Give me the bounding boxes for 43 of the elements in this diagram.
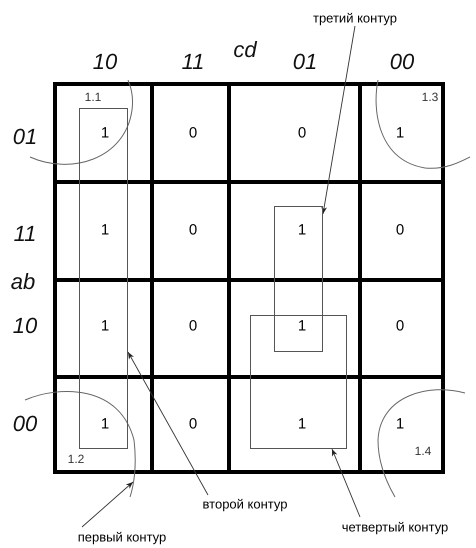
cell-value: 0	[188, 222, 198, 238]
cell-value: 1	[298, 416, 306, 432]
cell-value: 0	[298, 126, 306, 140]
cell-index: 1.1	[84, 91, 102, 103]
leader-line	[321, 26, 356, 214]
cell-value: 0	[396, 318, 404, 334]
axis-label: cd	[233, 39, 257, 61]
contour-rectangle	[250, 315, 347, 449]
cell-value: 0	[188, 318, 198, 334]
leader-line	[128, 352, 208, 496]
contour-label: второй контур	[202, 498, 288, 510]
cell-value: 0	[188, 126, 198, 140]
axis-label: 10	[92, 51, 118, 73]
axis-label: 10	[12, 315, 38, 337]
cell-value: 0	[188, 416, 198, 432]
axis-label: 11	[14, 223, 36, 245]
contour-rectangle	[274, 206, 323, 352]
cell-value: 1	[100, 318, 110, 334]
axis-label: 00	[12, 413, 38, 435]
cell-index: 1.2	[68, 453, 84, 465]
contour-arc	[378, 389, 466, 498]
leader-line	[332, 448, 360, 518]
contour-label: первый контур	[78, 530, 166, 544]
cell-value: 1	[396, 126, 404, 140]
axis-label: 01	[12, 126, 38, 148]
cell-value: 1	[100, 222, 110, 238]
axis-label: ab	[10, 271, 36, 293]
contour-label: третий контур	[313, 12, 397, 24]
axis-label: 11	[182, 51, 204, 73]
cell-value: 1	[100, 416, 110, 432]
axis-label: 00	[390, 51, 414, 73]
axis-label: 01	[292, 51, 318, 73]
cell-value: 1	[298, 222, 306, 238]
cell-value: 0	[396, 222, 404, 238]
cell-value: 1	[396, 416, 404, 432]
cell-value: 1	[100, 126, 110, 140]
cell-index: 1.4	[414, 445, 432, 457]
contour-label: четвертый контур	[342, 520, 448, 534]
contour-arc	[376, 80, 470, 169]
contour-rectangle	[79, 108, 128, 449]
leader-line	[82, 482, 134, 528]
cell-index: 1.3	[422, 91, 438, 103]
cell-value: 1	[298, 318, 306, 334]
